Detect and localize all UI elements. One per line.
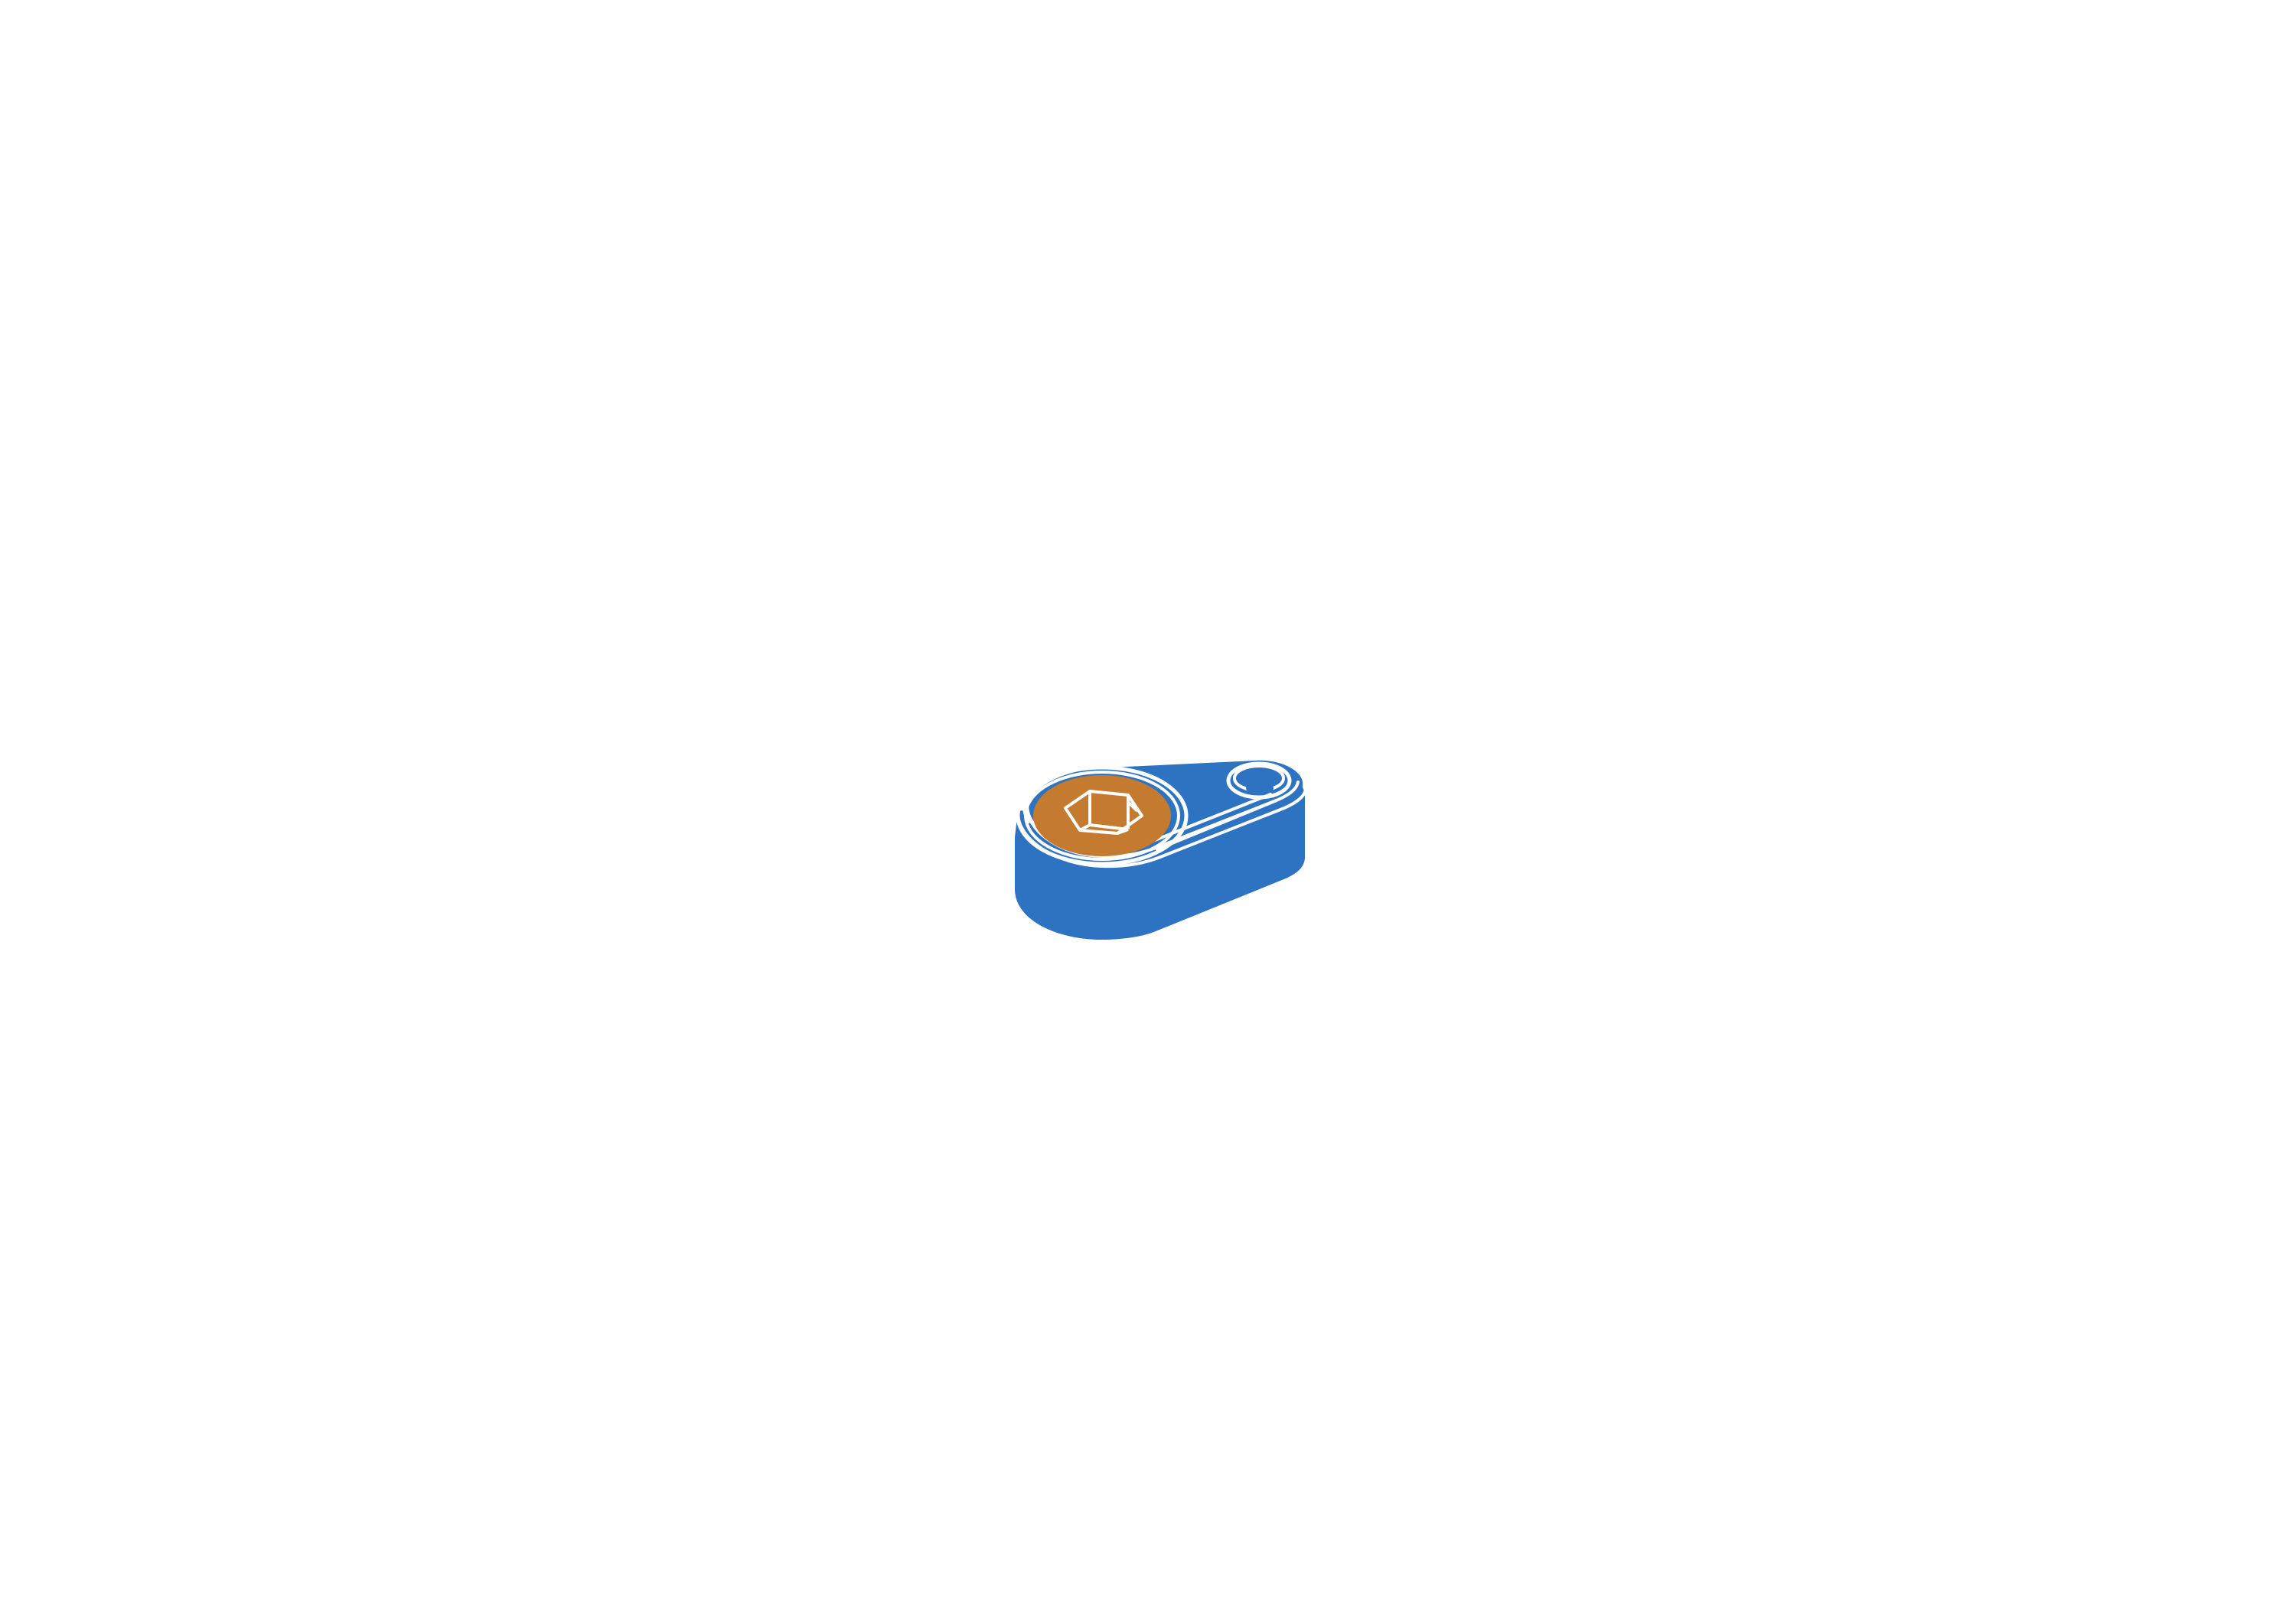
large-pulley — [1033, 775, 1171, 856]
small-pulley — [1246, 782, 1274, 794]
belt-outline — [1016, 761, 1307, 869]
